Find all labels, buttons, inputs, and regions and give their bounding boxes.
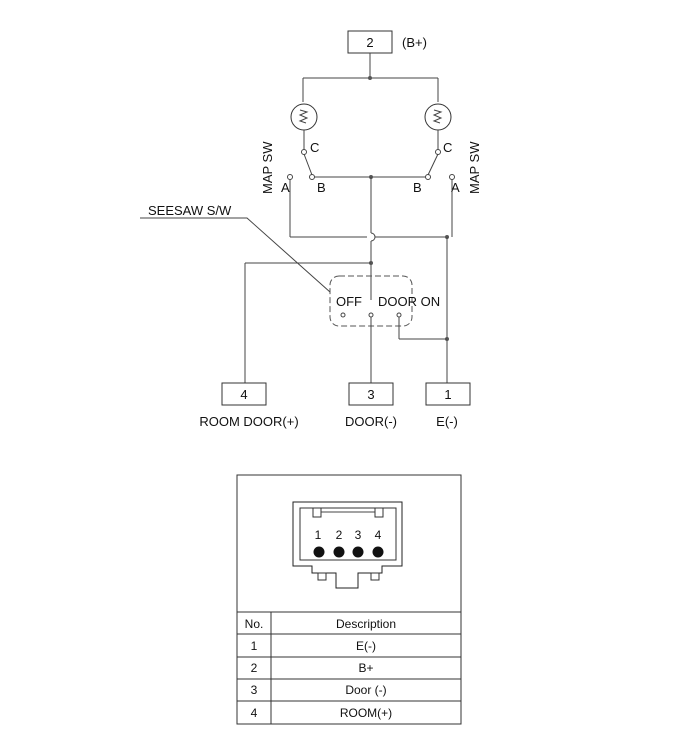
right-contact-c: C [443,140,452,155]
terminal-1-label: E(-) [436,414,458,429]
table-row-3-no: 3 [251,683,258,697]
left-contact-a: A [281,180,290,195]
terminal-1-number: 1 [444,387,451,402]
connector-body [292,501,403,589]
seesaw-switch [329,275,447,383]
map-switch-right [425,149,455,180]
pin-2-label: 2 [336,528,343,542]
terminal-4-box [221,382,267,406]
terminal-3-number: 3 [367,387,374,402]
table-row-4-no: 4 [251,706,258,720]
connector-pins: 1 2 3 4 [313,528,384,558]
pin-4-dot [372,546,384,558]
terminal-2-number: 2 [366,35,373,50]
terminal-3-label: DOOR(-) [345,414,397,429]
terminal-4-number: 4 [240,387,247,402]
pin-3-dot [352,546,364,558]
pin-table: No. Description 1 E(-) 2 B+ 3 Door (-) 4… [236,611,462,725]
pin-4-label: 4 [375,528,382,542]
terminal-3-box [348,382,394,406]
a-contact-bus [289,179,453,383]
table-row-3-description: Door (-) [345,683,386,697]
seesaw-door-on-label: DOOR ON [378,294,440,309]
b-plus-feed [302,53,439,102]
table-row-1-description: E(-) [356,639,376,653]
pin-3-label: 3 [355,528,362,542]
seesaw-leader-line [140,217,331,293]
terminal-1-box [425,382,471,406]
room-door-line [244,262,371,383]
table-header-no: No. [245,617,264,631]
terminal-4-label: ROOM DOOR(+) [199,414,298,429]
table-row-1-no: 1 [251,639,258,653]
table-row-4-description: ROOM(+) [340,706,392,720]
left-contact-b: B [317,180,326,195]
pin-2-dot [333,546,345,558]
pin-1-label: 1 [315,528,322,542]
right-contact-a: A [451,180,460,195]
table-header-description: Description [336,617,396,631]
map-lamp-left [290,103,318,131]
terminal-2-label: (B+) [402,35,427,50]
right-contact-b: B [413,180,422,195]
seesaw-sw-label: SEESAW S/W [148,203,232,218]
map-sw-label-right: MAP SW [467,141,482,194]
map-sw-label-left: MAP SW [260,141,275,194]
map-lamp-right [424,103,452,131]
map-switch-left [287,149,315,180]
seesaw-off-label: OFF [336,294,362,309]
table-row-2-no: 2 [251,661,258,675]
table-row-2-description: B+ [358,661,373,675]
pin-1-dot [313,546,325,558]
left-contact-c: C [310,140,319,155]
